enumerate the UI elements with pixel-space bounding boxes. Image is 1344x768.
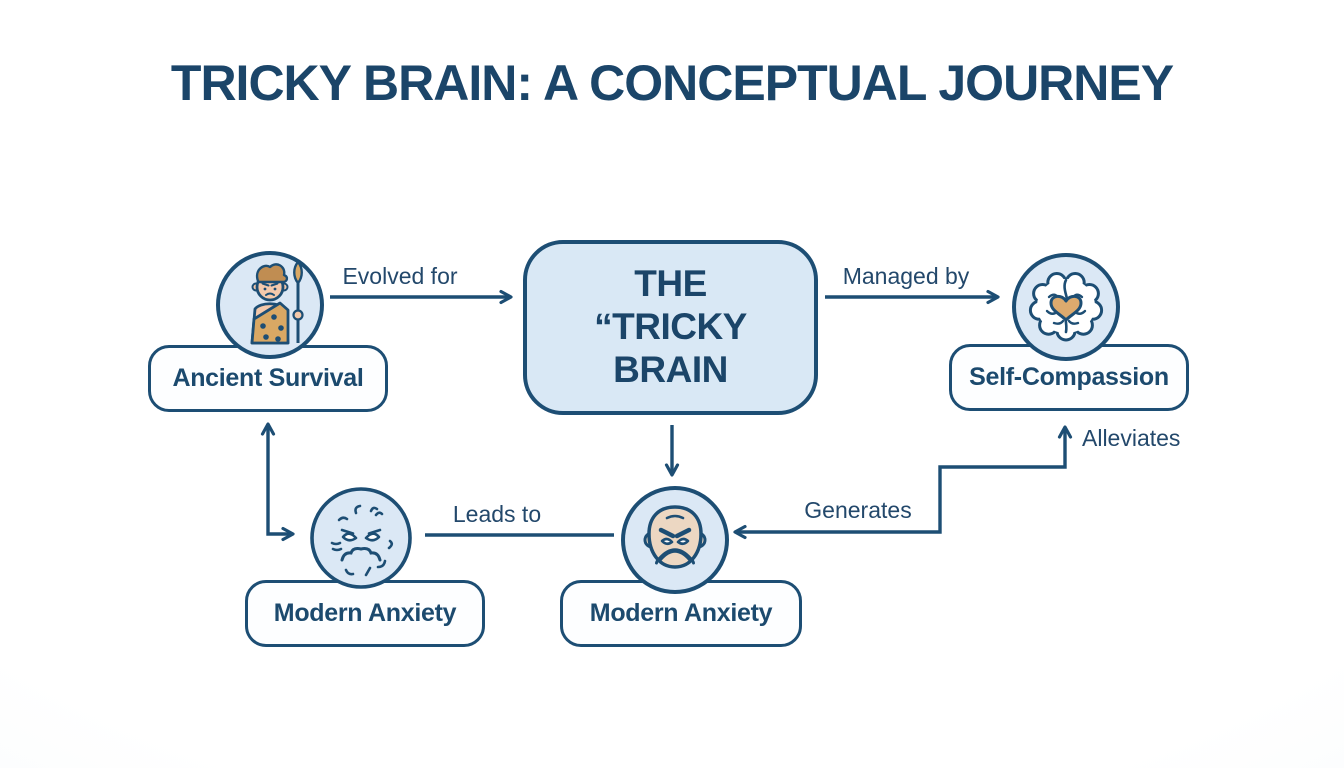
node-modern-anxiety-center-label: Modern Anxiety [589,599,773,627]
edge-label-managed-by: Managed by [842,263,970,289]
edge-label-generates: Generates [804,497,912,523]
brain-heart-icon [1010,251,1122,363]
node-self-compassion-label: Self-Compassion [969,363,1169,391]
anxious-face-icon [309,486,413,590]
arrow-anxiety-to-ancient [260,422,295,542]
node-ancient-survival-label: Ancient Survival [172,364,364,392]
arrow-generates-alleviates [733,425,1073,540]
angry-face-icon [619,484,731,596]
edge-label-alleviates: Alleviates [1082,425,1181,451]
caveman-icon [214,249,326,361]
node-modern-anxiety-left-label: Modern Anxiety [273,599,457,627]
central-node-line3: BRAIN [613,348,728,390]
central-node-line1: THE [634,263,707,305]
page-title: TRICKY BRAIN: A CONCEPTUAL JOURNEY [170,55,1174,111]
edge-label-evolved-for: Evolved for [342,263,458,289]
edge-label-leads-to: Leads to [452,501,542,527]
central-node-tricky-brain: THE “TRICKY BRAIN [523,240,818,415]
node-modern-anxiety-left: Modern Anxiety [245,580,485,647]
central-node-line2: “TRICKY [594,306,747,348]
